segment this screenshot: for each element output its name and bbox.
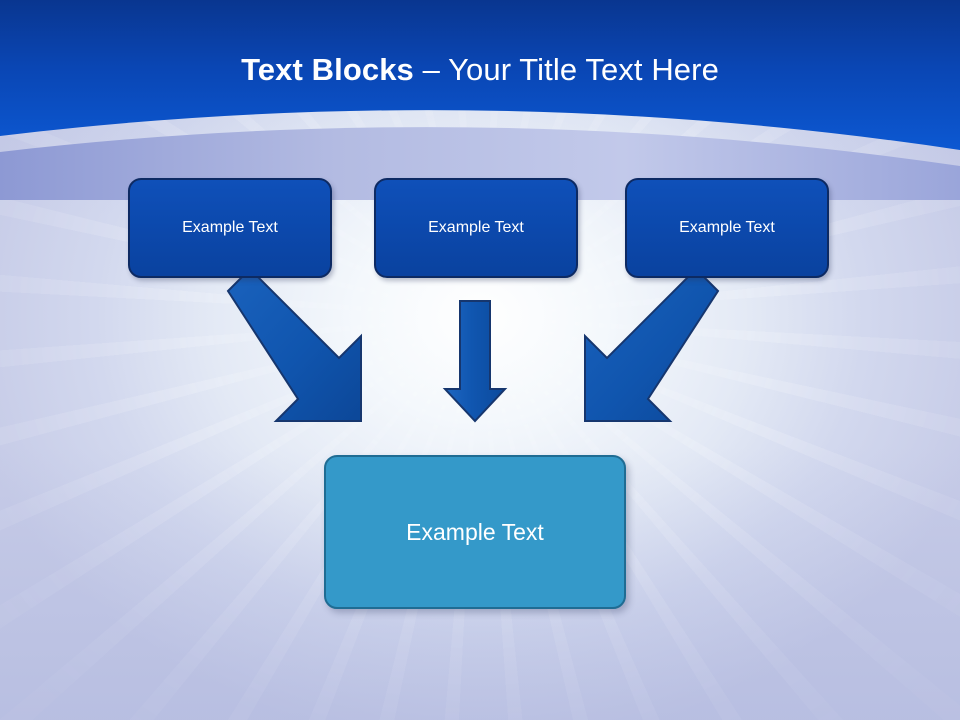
title-bold-part: Text Blocks [241,52,414,87]
diagram-node-3-label: Example Text [679,219,775,236]
title-light-part: Your Title Text Here [448,52,719,87]
title-separator: – [413,52,449,87]
diagram-node-result[interactable]: Example Text [324,455,626,609]
diagram-node-1[interactable]: Example Text [128,178,332,278]
page-title: Text Blocks – Your Title Text Here [0,51,960,89]
diagram-node-result-label: Example Text [406,518,544,545]
banner-curve-shape [0,0,960,200]
diagram-node-1-label: Example Text [182,219,278,236]
title-banner: Text Blocks – Your Title Text Here [0,0,960,200]
diagram-node-3[interactable]: Example Text [625,178,829,278]
diagram-node-2[interactable]: Example Text [374,178,578,278]
diagram-node-2-label: Example Text [428,219,524,236]
